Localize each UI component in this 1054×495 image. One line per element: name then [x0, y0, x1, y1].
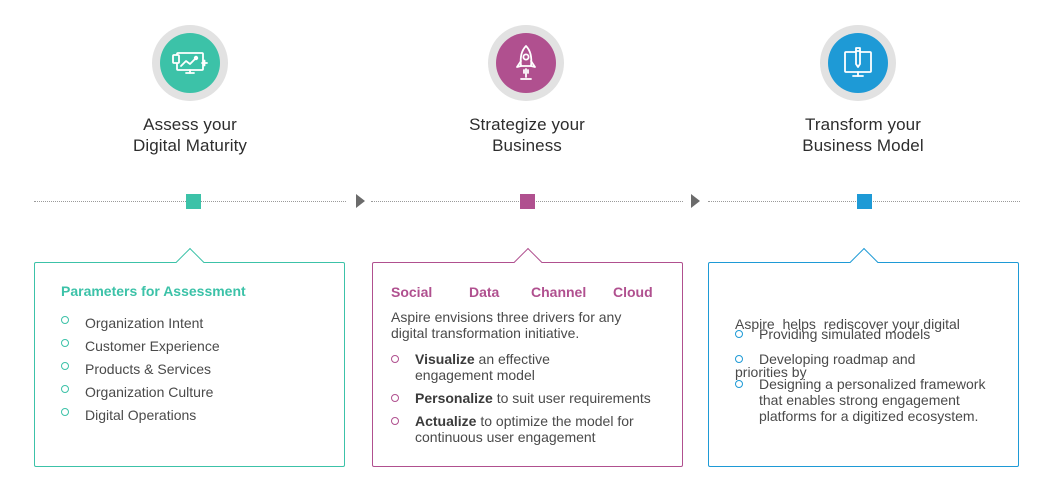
bullet-icon	[61, 385, 69, 393]
timeline-arrow-2-icon	[691, 194, 700, 208]
bullet-icon	[391, 394, 399, 402]
list-item: Organization Culture	[61, 381, 220, 404]
transform-card: Aspire helps rediscover your digital pri…	[708, 247, 1019, 467]
step2-title-line1: Strategize your	[469, 115, 585, 134]
card-pointer	[175, 247, 205, 277]
step3-title-line1: Transform your	[804, 115, 922, 134]
bullet-icon	[61, 362, 69, 370]
step3-icon-circle	[828, 33, 888, 93]
transform-list: Providing simulated models Developing ro…	[735, 326, 985, 424]
drivers-row: Social Data Channel Cloud	[391, 284, 671, 302]
step2-icon-ring	[488, 25, 564, 101]
list-item: Customer Experience	[61, 335, 220, 358]
step2-title: Strategize your Business	[407, 114, 647, 156]
step1-marker	[186, 194, 201, 209]
card-pointer	[513, 247, 543, 277]
rocket-icon	[516, 45, 536, 80]
step3-icon-ring	[820, 25, 896, 101]
bullet-icon	[391, 417, 399, 425]
list-item: Providing simulated models	[735, 326, 985, 342]
timeline-arrow-1-icon	[356, 194, 365, 208]
step2-title-line2: Business	[492, 136, 562, 155]
driver-social: Social	[391, 284, 433, 300]
assessment-list: Organization Intent Customer Experience …	[61, 312, 220, 427]
strategy-intro: Aspire envisions three drivers for any d…	[391, 309, 622, 341]
assessment-heading: Parameters for Assessment	[61, 283, 246, 299]
list-item: Personalize to suit user requirements	[391, 390, 651, 406]
driver-channel: Channel	[531, 284, 587, 300]
step2-marker	[520, 194, 535, 209]
card-pointer	[849, 247, 879, 277]
step3-title: Transform your Business Model	[743, 114, 983, 156]
step1-title-line2: Digital Maturity	[132, 136, 248, 155]
bullet-icon	[735, 330, 743, 338]
step3-title-line2: Business Model	[802, 136, 924, 155]
list-item: Digital Operations	[61, 404, 220, 427]
list-item: Organization Intent	[61, 312, 220, 335]
bullet-icon	[391, 355, 399, 363]
list-item: Products & Services	[61, 358, 220, 381]
bullet-icon	[735, 380, 743, 388]
step1-icon-circle	[160, 33, 220, 93]
assessment-card: Parameters for Assessment Organization I…	[34, 247, 345, 467]
step1-icon-ring	[152, 25, 228, 101]
step3-marker	[857, 194, 872, 209]
bullet-icon	[61, 339, 69, 347]
bullet-icon	[735, 355, 743, 363]
tablet-pen-icon	[844, 47, 872, 77]
list-item: Developing roadmap and	[735, 351, 985, 367]
step1-title: Assess your Digital Maturity	[70, 114, 310, 156]
step1-title-line1: Assess your	[143, 115, 237, 134]
driver-cloud: Cloud	[613, 284, 653, 300]
bullet-icon	[61, 408, 69, 416]
transform-intro: Aspire helps rediscover your digital pri…	[735, 316, 960, 380]
strategy-card: Social Data Channel Cloud Aspire envisio…	[372, 247, 683, 467]
monitor-chart-icon	[172, 52, 208, 74]
driver-data: Data	[469, 284, 500, 300]
bullet-icon	[61, 316, 69, 324]
step2-icon-circle	[496, 33, 556, 93]
